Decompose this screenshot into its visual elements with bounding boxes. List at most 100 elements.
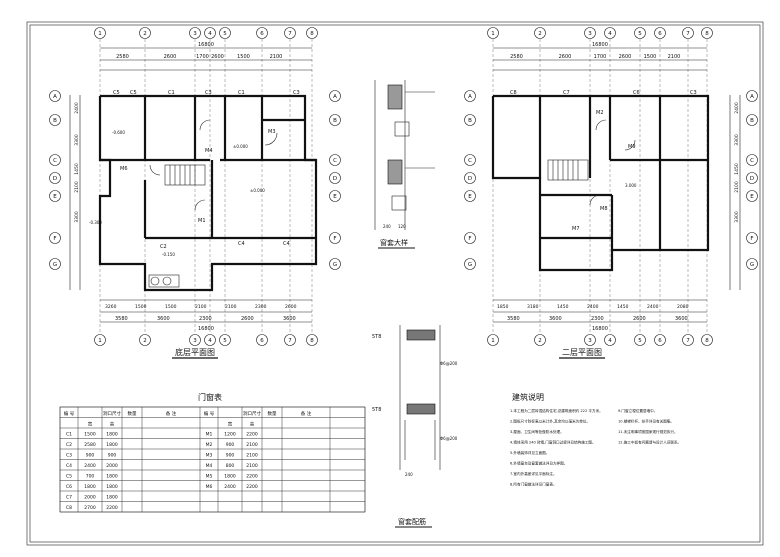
label-c5b: C5 <box>130 90 137 96</box>
table-cell: 2100 <box>246 442 258 448</box>
second-top-dim: 2600 <box>559 54 572 60</box>
second-axis-bottom-8-label: 8 <box>705 338 709 344</box>
second-axis-bottom-5 <box>634 334 646 346</box>
ground-axis-right-G-label: G <box>333 262 337 268</box>
table-header: 洞口尺寸 <box>243 410 261 417</box>
second-axis-left-A-label: A <box>468 94 472 100</box>
table-header: 编 号 <box>64 410 75 417</box>
table-cell: 2200 <box>246 474 258 480</box>
second-axis-left-C <box>464 154 476 166</box>
second-axis-bottom-1-label: 1 <box>491 338 495 344</box>
second-bottom-total: 2600 <box>633 316 646 322</box>
second-bottom-dim: 2400 <box>647 304 659 310</box>
table-cell: M4 <box>206 463 213 469</box>
table-cell: 700 <box>86 474 95 480</box>
sill-rebar-detail: 5T8 5T8 Φ6@200 Φ6@200 240 窗套配筋 <box>372 325 458 528</box>
second-axis-top-7-label: 7 <box>686 31 690 37</box>
table-cell: M3 <box>206 453 213 459</box>
second-label-m9: M9 <box>628 144 636 150</box>
table-cell: C4 <box>66 463 72 469</box>
ground-axis-side-C <box>49 154 61 166</box>
ground-axis-top-1-label: 1 <box>98 31 102 37</box>
table-cell: 2100 <box>246 463 258 469</box>
second-axis-top-6-label: 6 <box>658 31 662 37</box>
table-cell: 2700 <box>84 505 96 511</box>
second-label-m8: M8 <box>600 206 608 212</box>
detail-5t8-a: 5T8 <box>372 334 381 340</box>
detail-dim-1: 240 <box>383 224 391 229</box>
second-axis-right-A-label: A <box>750 94 754 100</box>
second-axis-left-B <box>464 114 476 126</box>
second-axis-left-B-label: B <box>468 118 472 124</box>
note-line: 2.图纸尺寸除标高以米计外,其余均以毫米为单位。 <box>510 419 590 424</box>
table-cell: 1800 <box>224 474 236 480</box>
ground-top-dim: 1500 <box>237 54 250 60</box>
second-axis-top-2 <box>534 27 546 39</box>
table-cell: M2 <box>206 442 213 448</box>
second-bottom-dim: 1450 <box>557 304 569 310</box>
second-axis-left-E <box>464 190 476 202</box>
table-subheader: 宽 <box>88 421 93 428</box>
second-side-dim: 3300 <box>734 134 740 146</box>
table-header: 数量 <box>268 410 277 417</box>
ground-top-dim: 2100 <box>270 54 283 60</box>
table-cell: 900 <box>86 453 95 459</box>
note-line: 1.本工程为二层砖混结构住宅,总建筑面积约 222 平方米。 <box>510 408 603 413</box>
ground-bottom-total: 3580 <box>115 316 128 322</box>
table-cell: 2100 <box>246 453 258 459</box>
second-bottom-total: 3600 <box>675 316 688 322</box>
ground-axis-side-C-label: C <box>53 158 57 164</box>
table-cell: 2200 <box>246 484 258 490</box>
table-cell: C5 <box>66 474 72 480</box>
table-cell: 2200 <box>246 432 258 438</box>
table-cell: C3 <box>66 453 72 459</box>
ground-axis-top-3-label: 3 <box>193 31 197 37</box>
ground-axis-right-B-label: B <box>333 118 337 124</box>
ground-axis-right-A <box>329 90 341 102</box>
ground-side-dim: 2400 <box>74 102 80 114</box>
note-line: 4.墙体采用 240 砖墙,门窗洞口过梁详见结构施工图。 <box>510 440 596 445</box>
second-axis-right-D-label: D <box>750 176 754 182</box>
second-label-c8: C8 <box>510 90 517 96</box>
table-cell: C2 <box>66 442 72 448</box>
second-axis-bottom-1 <box>487 334 499 346</box>
second-axis-top-4-label: 4 <box>608 31 612 37</box>
ground-axis-bottom-4-label: 4 <box>208 338 212 344</box>
table-cell: 2000 <box>84 495 96 501</box>
second-label-c3: C3 <box>690 90 697 96</box>
ground-axis-side-A-label: A <box>53 94 57 100</box>
ground-axis-bottom-3-label: 3 <box>193 338 197 344</box>
ground-side-dim: 2100 <box>74 181 80 193</box>
ground-bottom-total: 3600 <box>157 316 170 322</box>
table-cell: C8 <box>66 505 72 511</box>
ground-side-dim: 3300 <box>74 134 80 146</box>
note-line: 10.楼梯栏杆、扶手详见有关图集。 <box>618 419 674 424</box>
ground-axis-right-E <box>329 190 341 202</box>
label-c3: C3 <box>205 90 212 96</box>
ground-axis-side-E <box>49 190 61 202</box>
table-header: 洞口尺寸 <box>103 410 121 417</box>
table-cell: 1200 <box>224 432 236 438</box>
second-axis-top-1 <box>487 27 499 39</box>
table-header: 备 注 <box>301 410 312 417</box>
label-m4: M4 <box>205 148 213 154</box>
second-axis-bottom-8 <box>701 334 713 346</box>
table-cell: 800 <box>226 463 235 469</box>
window-detail-title: 窗套大样 <box>380 238 408 247</box>
second-axis-top-8-label: 8 <box>705 31 709 37</box>
second-axis-left-G <box>464 258 476 270</box>
ground-axis-bottom-7-label: 7 <box>288 338 292 344</box>
ground-axis-bottom-8-label: 8 <box>310 338 314 344</box>
ground-bottom-total: 2300 <box>199 316 212 322</box>
ground-axis-bottom-1-label: 1 <box>98 338 102 344</box>
second-axis-right-E <box>746 190 758 202</box>
ground-side-dim: 3300 <box>74 211 80 223</box>
second-axis-right-E-label: E <box>750 194 754 200</box>
table-cell: C1 <box>66 432 72 438</box>
ground-axis-right-E-label: E <box>333 194 337 200</box>
table-header: 编 号 <box>204 410 215 417</box>
ground-axis-side-D <box>49 172 61 184</box>
